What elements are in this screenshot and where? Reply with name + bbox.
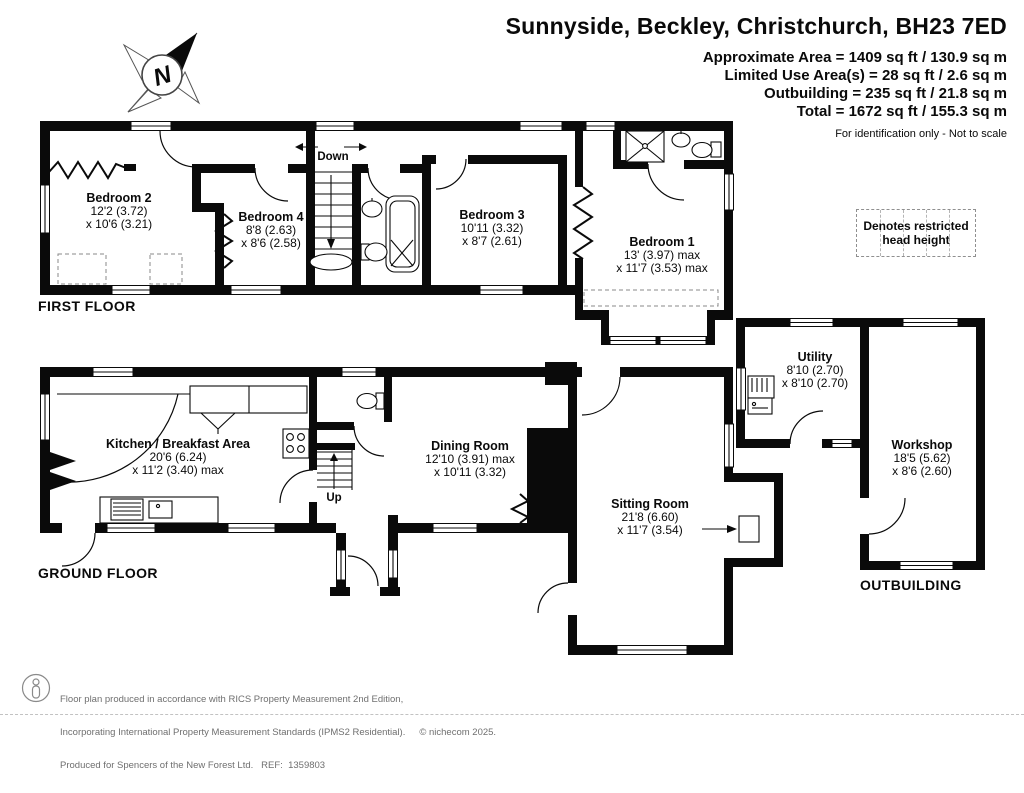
kitchen-counter: [57, 385, 308, 434]
workshop-name: Workshop: [892, 438, 953, 452]
kitchen-dim1: 20'6 (6.24): [150, 450, 207, 464]
bedroom4-dim1: 8'8 (2.63): [246, 223, 296, 237]
approximate-area: Approximate Area = 1409 sq ft / 130.9 sq…: [702, 49, 1007, 66]
kitchen-island-sink-icon: [99, 496, 219, 524]
ground-floor-doors: [61, 376, 621, 614]
sitting-dim2: x 11'7 (3.54): [617, 523, 682, 537]
first-floor-label: FIRST FLOOR: [38, 298, 136, 314]
workshop-dim2: x 8'6 (2.60): [892, 464, 952, 478]
legend-grid-line: [949, 210, 950, 256]
outbuilding-walls: [736, 318, 985, 570]
first-floor-plan: Down Bedroom 2 12'2 (3.72) x 10'6 (3.21)…: [38, 121, 734, 345]
legend-grid-line: [926, 210, 927, 256]
bathtub-icon: [385, 195, 420, 273]
ensuite-sink-icon: [671, 131, 691, 148]
page-title: Sunnyside, Beckley, Christchurch, BH23 7…: [505, 13, 1007, 39]
outbuilding-plan: Utility 8'10 (2.70) x 8'10 (2.70) Worksh…: [736, 318, 985, 593]
bedroom2-dim2: x 10'6 (3.21): [86, 217, 152, 231]
utility-dim2: x 8'10 (2.70): [782, 376, 848, 390]
footer-line-1: Floor plan produced in accordance with R…: [60, 694, 404, 705]
restricted-head-height-legend: Denotes restricted head height: [856, 209, 976, 257]
utility-name: Utility: [798, 350, 833, 364]
shower-icon: [625, 130, 665, 163]
workshop-dim1: 18'5 (5.62): [894, 451, 951, 465]
person-icon: [21, 673, 51, 703]
sitting-dim1: 21'8 (6.60): [622, 510, 679, 524]
ground-floor-plan: Up Kitchen / Breakfast Area 20'6 (6.24) …: [38, 362, 783, 655]
bedroom1-dim2: x 11'7 (3.53) max: [616, 261, 707, 275]
copyright: © nichecom 2025.: [419, 727, 497, 738]
outbuilding-windows: [736, 318, 959, 570]
outbuilding-doors: [789, 410, 906, 535]
ensuite-toilet-icon: [691, 141, 722, 159]
ground-floor-windows: [40, 367, 734, 655]
footer: Floor plan produced in accordance with R…: [20, 672, 496, 793]
stairs-up-label: Up: [326, 492, 341, 504]
bedroom2-dim1: 12'2 (3.72): [91, 204, 148, 218]
floorplan-drawing: N: [38, 32, 985, 655]
dining-name: Dining Room: [431, 439, 509, 453]
ground-floor-label: GROUND FLOOR: [38, 565, 158, 581]
first-floor-stairs: [295, 143, 367, 271]
sitting-name: Sitting Room: [611, 497, 689, 511]
bedroom4-name: Bedroom 4: [238, 210, 303, 224]
ground-floor-room-labels: Kitchen / Breakfast Area 20'6 (6.24) x 1…: [106, 437, 689, 537]
outbuilding-label: OUTBUILDING: [860, 577, 962, 593]
ground-floor-restricted-markers: [509, 493, 530, 524]
fireplace: [702, 515, 760, 543]
bedroom4-dim2: x 8'6 (2.58): [241, 236, 301, 250]
outbuilding-room-labels: Utility 8'10 (2.70) x 8'10 (2.70) Worksh…: [782, 350, 953, 478]
bottom-rule: [0, 714, 1024, 715]
hob-icon: [282, 428, 310, 459]
bathroom-sink-icon: [361, 198, 383, 218]
footer-line-3: Produced for Spencers of the New Forest …: [60, 760, 326, 771]
outbuilding-area: Outbuilding = 235 sq ft / 21.8 sq m: [764, 85, 1007, 102]
first-floor-restricted-markers: [48, 160, 719, 307]
bedroom3-dim1: 10'11 (3.32): [461, 221, 524, 235]
floorplan-page: Sunnyside, Beckley, Christchurch, BH23 7…: [0, 13, 1024, 771]
first-floor-walls: [40, 121, 733, 345]
legend-grid-line: [903, 210, 904, 256]
footer-line-2: Incorporating International Property Mea…: [60, 727, 497, 738]
bedroom3-dim2: x 8'7 (2.61): [462, 234, 522, 248]
kitchen-name: Kitchen / Breakfast Area: [106, 437, 251, 451]
header: Sunnyside, Beckley, Christchurch, BH23 7…: [506, 13, 1007, 140]
legend-text: Denotes restricted head height: [863, 219, 969, 247]
bathroom-toilet-icon: [360, 242, 388, 262]
kitchen-dim2: x 11'2 (3.40) max: [132, 463, 223, 477]
dining-dim1: 12'10 (3.91) max: [425, 452, 515, 466]
dining-dim2: x 10'11 (3.32): [434, 465, 506, 479]
bedroom3-name: Bedroom 3: [459, 208, 524, 222]
compass-icon: N: [122, 32, 201, 113]
kitchen-bay-door-arrows: [50, 452, 76, 490]
bedroom1-dim1: 13' (3.97) max: [624, 248, 700, 262]
cloakroom-toilet-icon: [356, 392, 385, 410]
utility-dim1: 8'10 (2.70): [787, 363, 844, 377]
stairs-down-label: Down: [317, 151, 348, 163]
utility-appliance-icon: [747, 375, 775, 415]
bedroom2-name: Bedroom 2: [86, 191, 151, 205]
disclaimer: For identification only - Not to scale: [835, 128, 1007, 140]
limited-use-area: Limited Use Area(s) = 28 sq ft / 2.6 sq …: [724, 67, 1007, 84]
total-area: Total = 1672 sq ft / 155.3 sq m: [796, 103, 1007, 120]
legend-grid-line: [880, 210, 881, 256]
bedroom1-name: Bedroom 1: [629, 235, 694, 249]
ground-floor-stairs: [317, 450, 353, 490]
first-floor-room-labels: Bedroom 2 12'2 (3.72) x 10'6 (3.21) Bedr…: [86, 191, 708, 275]
first-floor-windows: [40, 121, 734, 345]
